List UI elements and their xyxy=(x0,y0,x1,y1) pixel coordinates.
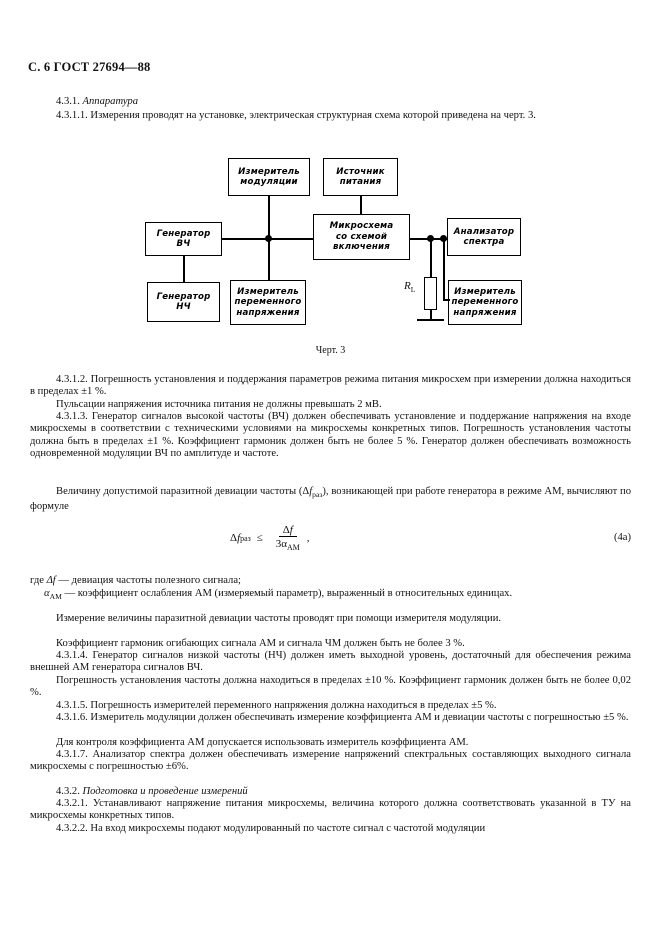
junction-node-bus xyxy=(265,235,272,242)
figure-caption: Черт. 3 xyxy=(315,345,346,356)
section-4-3-2-heading: 4.3.2. Подготовка и проведение измерений xyxy=(30,786,631,798)
paragraph-4-3-2-1: 4.3.2.1. Устанавливают напряжение питани… xyxy=(30,798,631,822)
diagram-box-izmeritel-napryazheniya-right: Измеритель переменного напряжения xyxy=(448,280,522,325)
diagram-box-generator-vch: Генератор ВЧ xyxy=(145,222,222,256)
paragraph-4-3-1-7: 4.3.1.7. Анализатор спектра должен обесп… xyxy=(30,749,631,773)
paragraph-4-3-1-5: 4.3.1.5. Погрешность измерителей перемен… xyxy=(56,700,497,711)
formula-intro-f: f xyxy=(309,486,313,497)
paragraph-4-3-1-1: 4.3.1.1. Измерения проводят на установке… xyxy=(56,110,536,121)
where-alpha-sub: АМ xyxy=(49,592,62,602)
paragraph-4-3-1-2: 4.3.1.2. Погрешность установления и подд… xyxy=(30,374,631,398)
diagram-box-generator-nch: Генератор НЧ xyxy=(147,282,220,322)
formula-intro-sub: раз xyxy=(312,490,323,500)
section-4-3-1-number: 4.3.1. xyxy=(56,96,80,107)
formula-comma: , xyxy=(306,532,310,545)
section-4-3-2-number: 4.3.2. xyxy=(56,786,80,797)
resistor-label-letter: R xyxy=(404,280,411,292)
formula-relation: ≤ xyxy=(256,532,263,545)
wire-to-load-resistor xyxy=(430,238,432,277)
diagram-box-izmeritel-modulyatsii: Измеритель модуляции xyxy=(228,158,310,196)
where-df-text: — девиация частоты полезного сигнала; xyxy=(58,575,241,586)
paragraph-4-3-1-3: 4.3.1.3. Генератор сигналов высокой част… xyxy=(30,411,631,460)
wire-bus-to-izmeritel-left xyxy=(268,238,270,280)
paragraph-4-3-1-6: 4.3.1.6. Измеритель модуляции должен обе… xyxy=(56,712,629,723)
formula-fraction: Δf 3αАМ xyxy=(272,524,304,552)
ground-symbol xyxy=(417,319,444,321)
paragraph-pulsations: Пульсации напряжения источника питания н… xyxy=(56,399,382,410)
resistor-label-sub: L xyxy=(410,285,416,295)
load-resistor-RL xyxy=(424,277,437,310)
diagram-box-analizator-spektra: Анализатор спектра xyxy=(447,218,521,256)
diagram-box-istochnik-pitaniya: Источник питания xyxy=(323,158,398,196)
figure-circuit-diagram: Измеритель модуляции Источник питания Ге… xyxy=(0,150,661,365)
paragraph-4-3-2-2: 4.3.2.2. На вход микросхемы подают модул… xyxy=(56,823,486,834)
where-df-symbol: Δf xyxy=(46,575,56,586)
wire-modulyatsii-to-bus xyxy=(268,196,270,239)
paragraph-measurement-method: Измерение величины паразитной девиации ч… xyxy=(56,613,502,624)
page-header: С. 6 ГОСТ 27694—88 xyxy=(28,60,151,74)
paragraph-frequency-error: Погрешность установления частоты должна … xyxy=(30,675,631,699)
formula-denominator: 3αАМ xyxy=(275,538,300,553)
where-alpha-text: — коэффициент ослабления АМ (измеряемый … xyxy=(64,588,513,599)
diagram-box-mikroskhema: Микросхема со схемой включения xyxy=(313,214,410,260)
load-resistor-label: RL xyxy=(404,280,415,294)
where-keyword: где xyxy=(30,575,44,586)
formula-lhs-f: f xyxy=(237,532,241,545)
formula-intro-part-2: ), возникающей при работе генератора в р… xyxy=(30,486,631,513)
section-4-3-1-heading: 4.3.1. Аппаратура xyxy=(30,96,631,108)
paragraph-am-control: Для контроля коэффициента АМ допускается… xyxy=(56,737,469,748)
formula-lhs-delta: Δ xyxy=(230,532,238,545)
paragraph-harmonics: Коэффициент гармоник огибающих сигнала А… xyxy=(56,638,465,649)
section-4-3-2-title: Подготовка и проведение измерений xyxy=(82,786,248,797)
formula-number: (4a) xyxy=(613,532,631,543)
formula-numerator: Δf xyxy=(278,524,297,537)
formula-lhs-sub: раз xyxy=(240,533,251,543)
where-alpha-symbol: α xyxy=(44,588,50,599)
where-line-alpha: αАМ — коэффициент ослабления АМ (измеряе… xyxy=(30,588,661,603)
wire-node-to-right-meter xyxy=(443,238,445,300)
paragraph-4-3-1-4: 4.3.1.4. Генератор сигналов низкой часто… xyxy=(30,650,631,674)
paragraph-formula-intro: Величину допустимой паразитной девиации … xyxy=(30,486,631,514)
formula-intro-part-1: Величину допустимой паразитной девиации … xyxy=(56,486,310,497)
wire-resistor-to-ground xyxy=(430,310,432,320)
wire-generator-vch-to-nch xyxy=(183,256,185,282)
section-4-3-1-title: Аппаратура xyxy=(82,96,139,107)
wire-pitaniya-to-mikroskhema xyxy=(360,196,362,214)
wire-right-meter-input xyxy=(443,299,450,301)
where-line-df: где Δf — девиация частоты полезного сигн… xyxy=(30,575,631,587)
diagram-box-izmeritel-napryazheniya-left: Измеритель переменного напряжения xyxy=(230,280,306,325)
